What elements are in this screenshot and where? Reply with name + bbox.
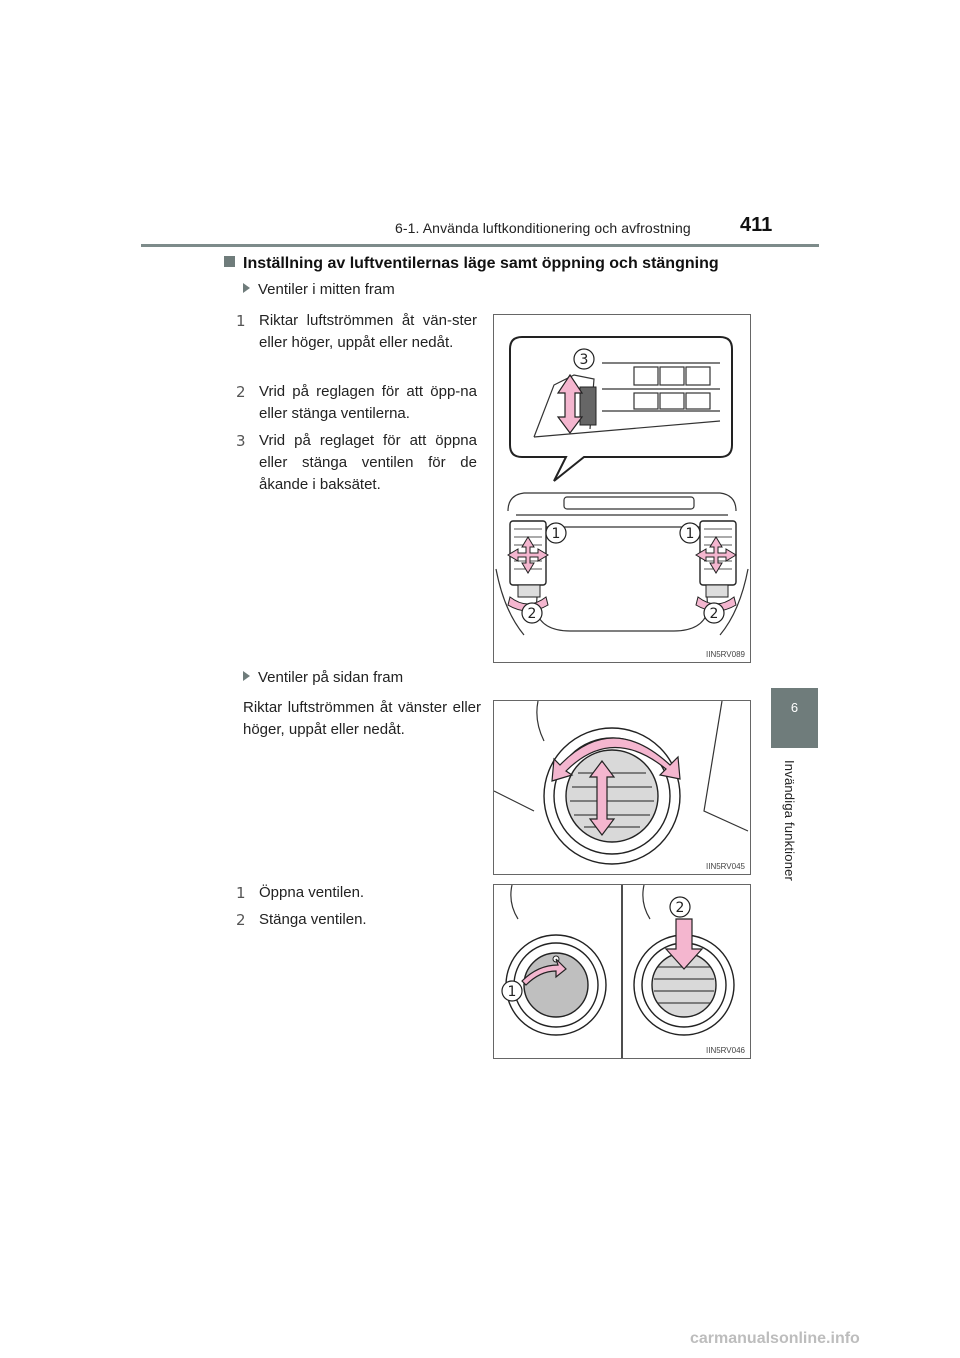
callout-2: 2 <box>676 900 685 916</box>
watermark: carmanualsonline.info <box>690 1330 860 1347</box>
running-header: 6-1. Använda luftkonditionering och avfr… <box>395 220 691 236</box>
item-number-badge: 1 <box>236 884 246 902</box>
center-vents-illustration: 3 1 <box>495 336 749 636</box>
open-close-illustration: 1 2 <box>501 884 735 1058</box>
item-number-badge: 3 <box>236 432 246 450</box>
square-bullet-icon <box>224 256 235 267</box>
side-vent-illustration <box>493 700 749 865</box>
callout-1-left: 1 <box>552 526 561 542</box>
chapter-tab-label-text: Invändiga funktioner <box>782 760 797 882</box>
figure-center-vents: 3 1 <box>493 314 751 663</box>
center-item-2-text: Vrid på reglagen för att öpp-na eller st… <box>259 383 477 422</box>
section-heading: Inställning av luftventilernas läge samt… <box>224 255 719 273</box>
page-number: 411 <box>740 214 773 236</box>
bullet-side-vents-text: Ventiler på sidan fram <box>258 669 404 686</box>
center-item-1-text: Riktar luftströmmen åt vän-ster eller hö… <box>259 312 477 351</box>
figure-code: IIN5RV045 <box>706 862 745 871</box>
triangle-bullet-icon <box>243 283 250 293</box>
figure-code: IIN5RV089 <box>706 650 745 659</box>
triangle-bullet-icon <box>243 671 250 681</box>
figure-code: IIN5RV046 <box>706 1046 745 1055</box>
side-vents-text: Riktar luftströmmen åt vänster eller hög… <box>243 699 481 738</box>
item-number-badge: 2 <box>236 383 246 401</box>
bullet-center-vents: Ventiler i mitten fram <box>243 281 395 298</box>
callout-3: 3 <box>580 352 589 368</box>
open-item-1-text: Öppna ventilen. <box>259 884 365 901</box>
chapter-tab <box>771 688 818 748</box>
item-number-badge: 2 <box>236 911 246 929</box>
figure-open-close: 1 2 IIN5RV046 <box>493 884 751 1059</box>
bullet-center-vents-text: Ventiler i mitten fram <box>258 281 395 298</box>
open-item-2: 2 Stänga ventilen. <box>236 909 481 933</box>
section-heading-text: Inställning av luftventilernas läge samt… <box>243 255 719 272</box>
figure-side-vent: IIN5RV045 <box>493 700 751 875</box>
callout-1-right: 1 <box>686 526 695 542</box>
callout-1: 1 <box>508 984 517 1000</box>
callout-2-left: 2 <box>528 606 537 622</box>
open-item-2-text: Stänga ventilen. <box>259 911 367 928</box>
center-item-1: 1 Riktar luftströmmen åt vän-ster eller … <box>236 310 481 380</box>
center-item-3: 3 Vrid på reglaget för att öppna eller s… <box>236 430 481 500</box>
item-number-badge: 1 <box>236 312 246 330</box>
callout-2-right: 2 <box>710 606 719 622</box>
header-rule <box>141 244 819 247</box>
center-item-2: 2 Vrid på reglagen för att öpp-na eller … <box>236 381 481 429</box>
bullet-side-vents: Ventiler på sidan fram <box>243 669 403 686</box>
chapter-tab-label: Invändiga funktioner <box>782 760 808 1000</box>
open-item-1: 1 Öppna ventilen. <box>236 882 481 906</box>
center-item-3-text: Vrid på reglaget för att öppna eller stä… <box>259 432 477 493</box>
chapter-tab-number: 6 <box>790 700 799 715</box>
